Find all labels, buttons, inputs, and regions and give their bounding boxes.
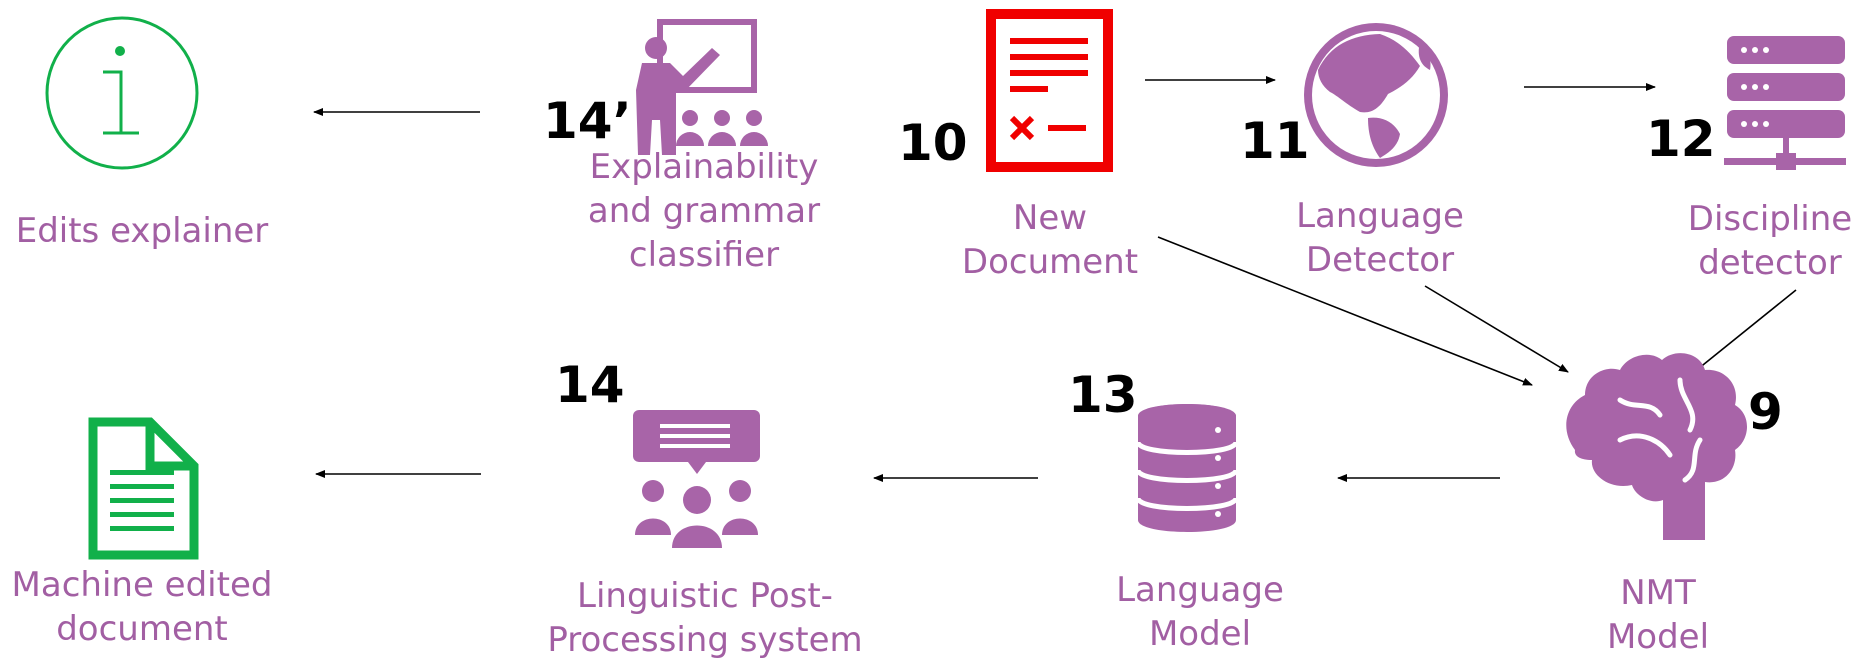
brain-icon [1566, 353, 1748, 540]
node-label-machine-edited: Machine edited document [11, 565, 273, 649]
node-label-discipline-detector: Discipline detector [1687, 199, 1853, 283]
node-label-explainability: Explainability and grammar classifier [587, 147, 821, 275]
teacher-presentation-icon [636, 19, 768, 155]
document-icon [88, 417, 199, 560]
node-label-post-processing: Linguistic Post- Processing system [547, 576, 863, 660]
node-number-post-processing: 14 [555, 356, 625, 414]
globe-icon [1304, 23, 1448, 167]
node-number-language-detector: 11 [1240, 112, 1310, 170]
node-number-discipline-detector: 12 [1646, 110, 1716, 168]
group-chat-icon [633, 410, 760, 548]
node-number-language-model: 13 [1068, 366, 1138, 424]
info-icon [45, 16, 199, 170]
node-number-explainability: 14’ [543, 92, 632, 150]
node-number-new-document: 10 [898, 114, 968, 172]
edge-language-detector-to-nmt-model [1424, 285, 1569, 373]
node-label-language-model: Language Model [1116, 570, 1284, 654]
node-label-new-document: New Document [961, 198, 1139, 282]
database-icon [1135, 404, 1239, 532]
server-icon [1724, 36, 1846, 170]
edge-discipline-detector-to-nmt-model [1692, 289, 1797, 374]
node-number-nmt-model: 9 [1748, 383, 1783, 441]
node-label-language-detector: Language Detector [1296, 196, 1464, 280]
edge-new-document-to-nmt-model [1157, 236, 1533, 386]
document-error-icon [986, 9, 1113, 172]
node-label-nmt-model: NMT Model [1606, 573, 1710, 657]
node-label-edits-explainer: Edits explainer [15, 211, 269, 251]
